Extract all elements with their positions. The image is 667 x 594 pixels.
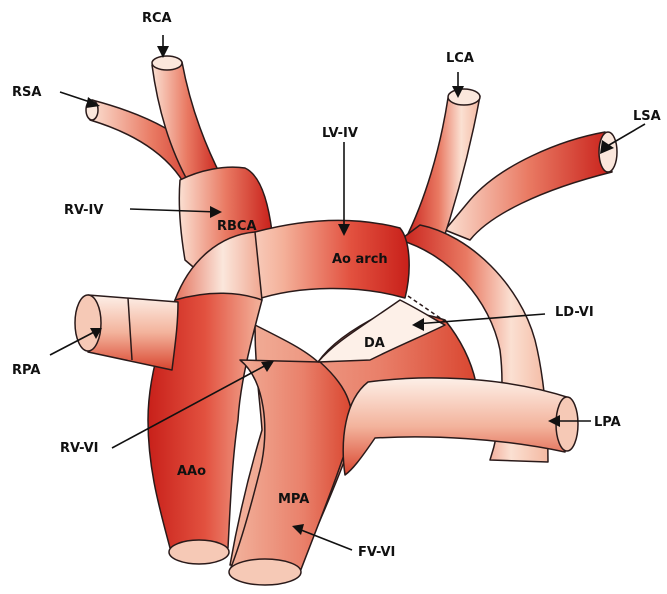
label-rca: RCA [142,11,172,26]
label-rbca: RBCA [217,219,257,234]
label-rv-iv: RV-IV [64,203,103,218]
label-lca: LCA [446,51,474,66]
lsa-vessel [445,132,612,240]
label-fv-vi: FV-VI [358,545,395,560]
label-lpa: LPA [594,415,621,430]
label-mpa: MPA [278,492,309,507]
rca-vessel [152,62,222,185]
label-aao: AAo [177,464,206,479]
lca-lumen [448,89,480,105]
mpa-lumen [229,559,301,585]
rpa-vessel [88,295,178,370]
label-rpa: RPA [12,363,40,378]
rpa-lumen [75,295,101,351]
rca-lumen [152,56,182,70]
label-lsa: LSA [633,109,661,124]
label-ao-arch: Ao arch [332,252,388,267]
label-da: DA [364,336,385,351]
label-rv-vi: RV-VI [60,441,98,456]
label-rsa: RSA [12,85,41,100]
mpa-vessel [230,360,352,572]
label-lv-iv: LV-IV [322,126,358,141]
aao-lumen [169,540,229,564]
label-ld-vi: LD-VI [555,305,594,320]
